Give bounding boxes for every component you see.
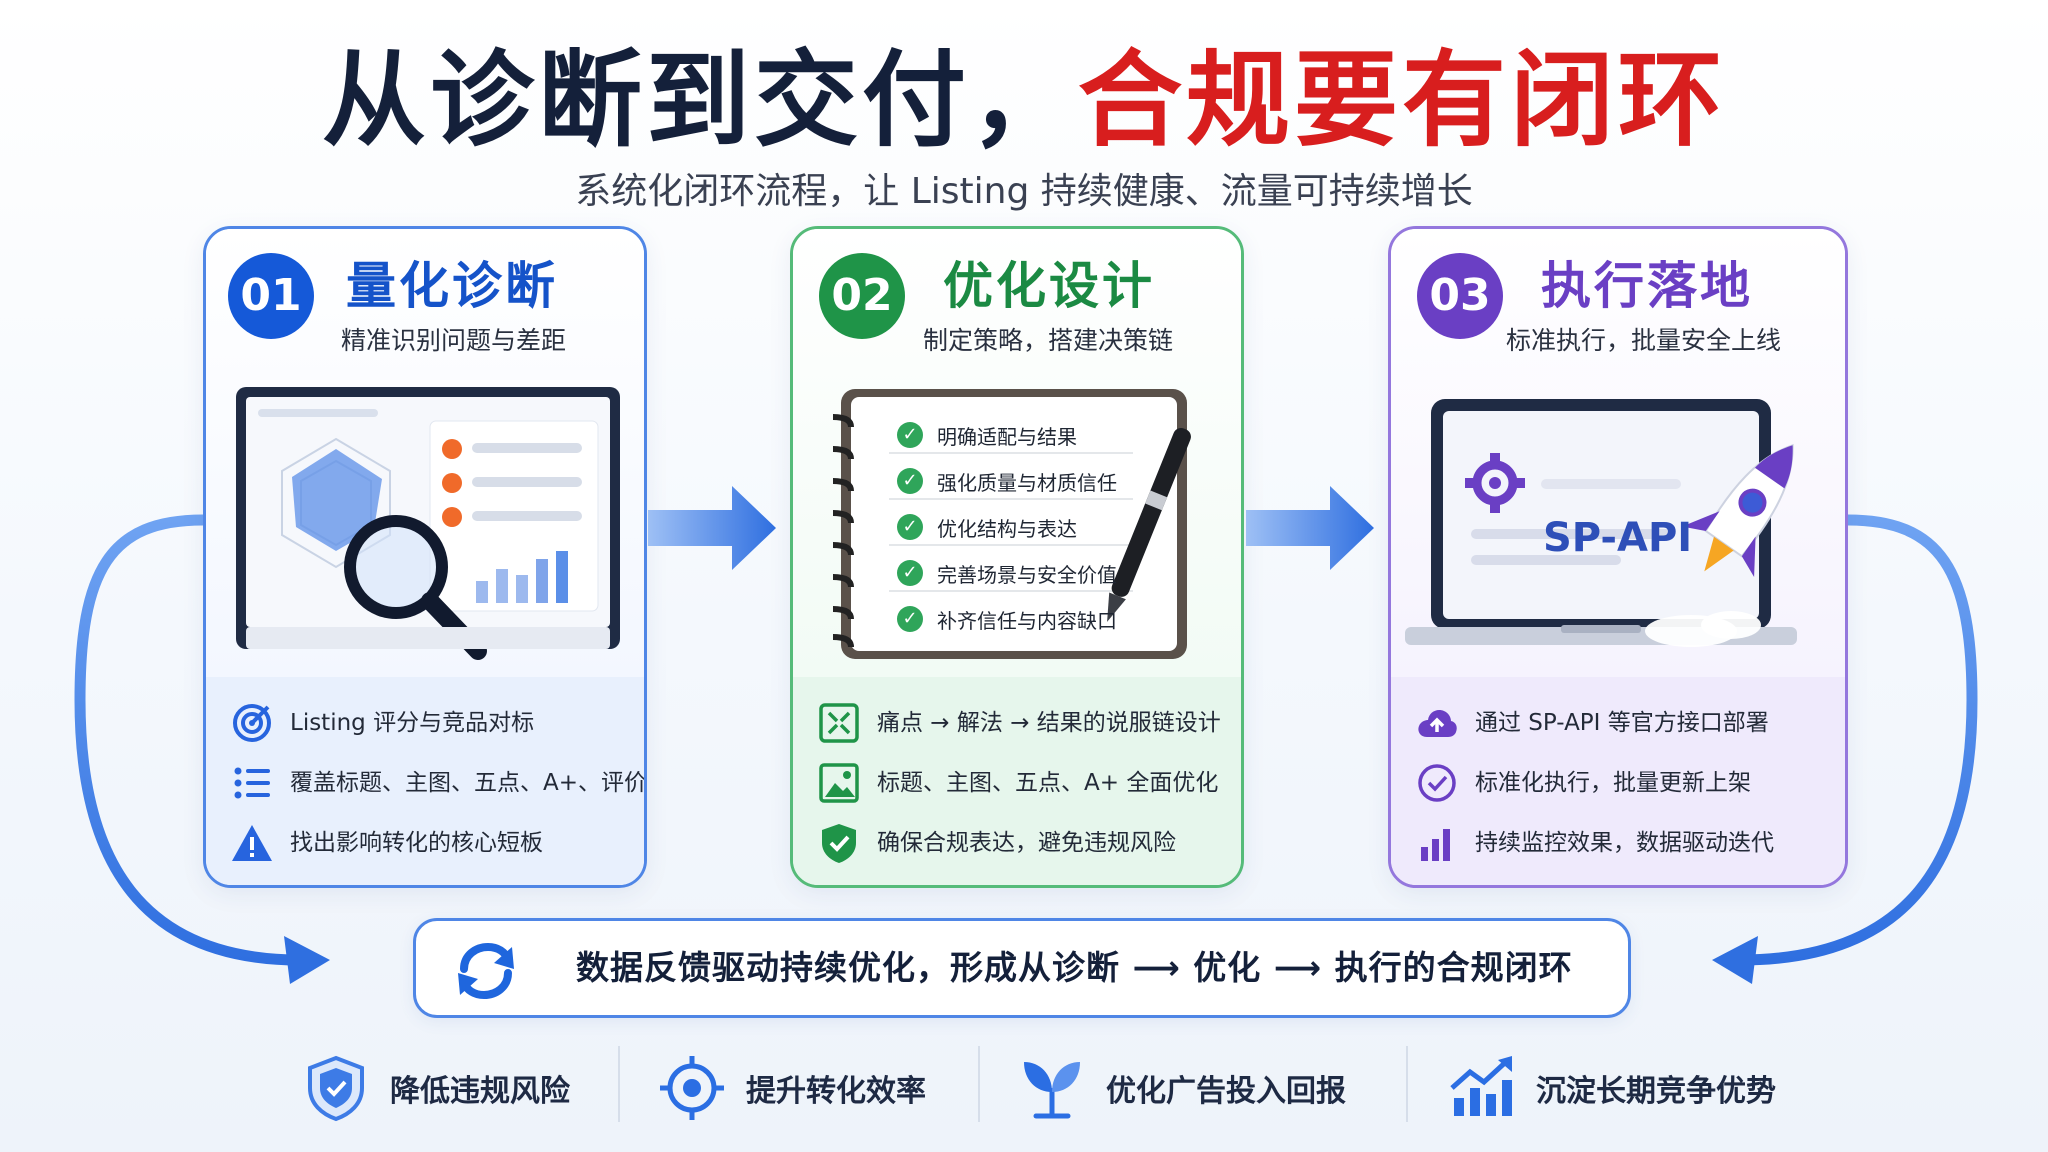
feature-row: 标题、主图、五点、A+ 全面优化 bbox=[817, 759, 1218, 807]
step-subtitle: 制定策略，搭建决策链 bbox=[923, 326, 1174, 355]
page-title: 从诊断到交付，合规要有闭环 bbox=[0, 40, 2048, 160]
target-icon bbox=[233, 704, 271, 742]
check-icon: ✓ bbox=[897, 468, 923, 494]
crosshair-icon bbox=[660, 1056, 724, 1120]
banner-text: 数据反馈驱动持续优化，形成从诊断 ⟶ 优化 ⟶ 执行的合规闭环 bbox=[576, 948, 1573, 987]
benefit-item: 降低违规风险 bbox=[300, 1040, 570, 1136]
shield-icon bbox=[308, 1055, 364, 1122]
feature-row: Listing 评分与竞品对标 bbox=[230, 699, 534, 747]
sp-api-label: SP-API bbox=[1543, 515, 1693, 561]
step-card-execute: 03 执行落地 标准执行，批量安全上线 SP-A bbox=[1388, 226, 1848, 888]
feature-row: 覆盖标题、主图、五点、A+、评价等 bbox=[230, 759, 644, 807]
feature-row: 痛点 → 解法 → 结果的说服链设计 bbox=[817, 699, 1221, 747]
sprout-icon bbox=[1024, 1062, 1080, 1119]
step-subtitle: 精准识别问题与差距 bbox=[341, 326, 567, 355]
laptop-rocket-illustration bbox=[1405, 399, 1797, 647]
growth-chart-icon bbox=[1450, 1056, 1512, 1116]
title-highlight: 合规要有闭环 bbox=[1078, 39, 1727, 161]
monitor-radar-illustration bbox=[236, 387, 620, 660]
warning-icon bbox=[232, 825, 272, 861]
check-circle-icon bbox=[1418, 764, 1456, 802]
cloud-upload-icon bbox=[1418, 710, 1457, 737]
title-main: 从诊断到交付， bbox=[321, 39, 1078, 161]
check-icon: ✓ bbox=[897, 606, 923, 632]
loop-arrow-left bbox=[74, 514, 306, 966]
list-icon bbox=[234, 767, 270, 799]
checklist-item: ✓补齐信任与内容缺口 bbox=[897, 601, 1117, 637]
benefit-item: 优化广告投入回报 bbox=[1016, 1040, 1346, 1136]
checklist-item: ✓优化结构与表达 bbox=[897, 509, 1077, 545]
feedback-loop-banner: 数据反馈驱动持续优化，形成从诊断 ⟶ 优化 ⟶ 执行的合规闭环 bbox=[413, 918, 1631, 1018]
flow-icon bbox=[819, 703, 859, 743]
feature-row: 找出影响转化的核心短板 bbox=[230, 819, 543, 867]
flow-arrow-right bbox=[648, 486, 776, 570]
step-number: 03 bbox=[1417, 253, 1503, 339]
feature-row: 持续监控效果，数据驱动迭代 bbox=[1415, 819, 1774, 867]
benefit-item: 沉淀长期竞争优势 bbox=[1446, 1040, 1776, 1136]
feature-row: 标准化执行，批量更新上架 bbox=[1415, 759, 1751, 807]
image-icon bbox=[819, 763, 859, 803]
step-title: 优化设计 bbox=[943, 257, 1155, 315]
step-title: 执行落地 bbox=[1541, 257, 1753, 315]
loop-arrowhead-left bbox=[284, 936, 330, 984]
loop-arrow-right bbox=[1734, 514, 1978, 966]
feature-row: 确保合规表达，避免违规风险 bbox=[817, 819, 1176, 867]
check-icon: ✓ bbox=[897, 422, 923, 448]
step-card-diagnose: 01 量化诊断 精准识别问题与差距 Listing 评分 bbox=[203, 226, 647, 888]
benefit-divider bbox=[1406, 1046, 1408, 1122]
checklist-item: ✓强化质量与材质信任 bbox=[897, 463, 1117, 499]
checklist-item: ✓完善场景与安全价值 bbox=[897, 555, 1117, 591]
checklist-item: ✓明确适配与结果 bbox=[897, 417, 1077, 453]
refresh-cycle-icon bbox=[458, 942, 514, 1000]
benefit-divider bbox=[978, 1046, 980, 1122]
step-number: 01 bbox=[228, 253, 314, 339]
benefit-item: 提升转化效率 bbox=[656, 1040, 926, 1136]
flow-arrow-right bbox=[1246, 486, 1374, 570]
shield-check-icon bbox=[822, 824, 856, 863]
step-title: 量化诊断 bbox=[346, 257, 558, 315]
bar-chart-icon bbox=[1421, 829, 1450, 861]
notebook-illustration bbox=[832, 389, 1191, 659]
check-icon: ✓ bbox=[897, 514, 923, 540]
feature-row: 通过 SP-API 等官方接口部署 bbox=[1415, 699, 1769, 747]
step-card-design: 02 优化设计 制定策略，搭建决策链 ✓明确适配与结果 ✓强化质量与材质信任 ✓… bbox=[790, 226, 1244, 888]
step-subtitle: 标准执行，批量安全上线 bbox=[1506, 326, 1782, 355]
check-icon: ✓ bbox=[897, 560, 923, 586]
loop-arrowhead-right bbox=[1712, 936, 1758, 984]
page-subtitle: 系统化闭环流程，让 Listing 持续健康、流量可持续增长 bbox=[575, 171, 1473, 212]
step-number: 02 bbox=[819, 253, 905, 339]
benefit-divider bbox=[618, 1046, 620, 1122]
